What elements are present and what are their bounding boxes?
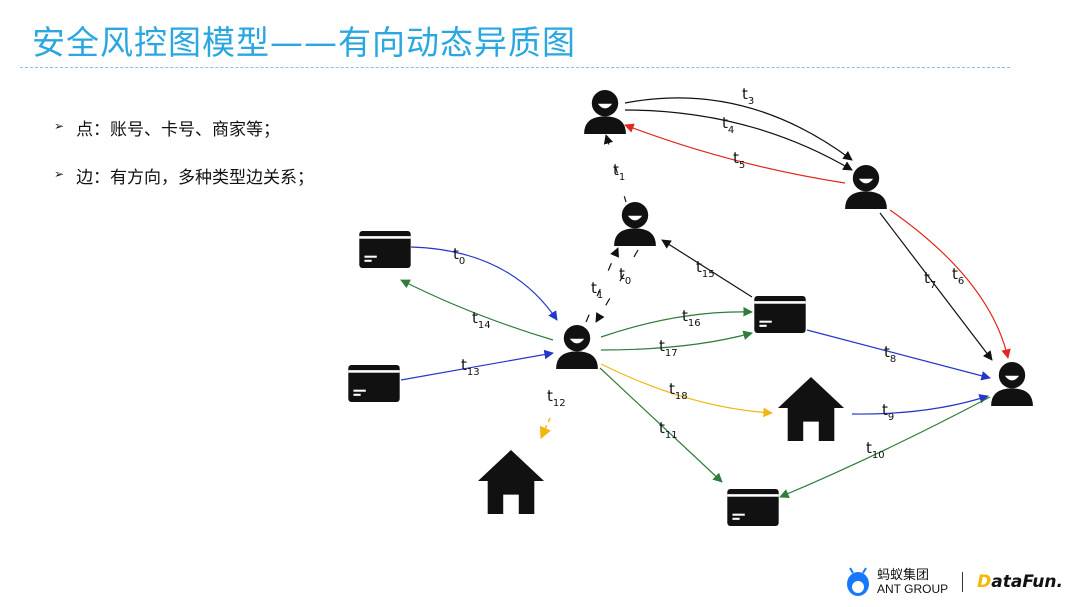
card-node-left xyxy=(348,365,400,402)
edge-t0-mid xyxy=(595,249,639,323)
person-node-top xyxy=(584,90,626,134)
edge-t7 xyxy=(879,212,993,361)
bullet-text: 点：账号、卡号、商家等； xyxy=(76,120,281,140)
card-node-bottom xyxy=(727,489,779,526)
edge-t6 xyxy=(889,209,1011,359)
edge-t12 xyxy=(539,417,551,440)
edge-label-t1-mid: t1 xyxy=(591,279,603,301)
edge-label-t13: t13 xyxy=(461,356,480,378)
edge-label-t0-left: t0 xyxy=(453,245,465,267)
edge-t11 xyxy=(599,367,723,483)
card-node-top-left xyxy=(359,231,411,268)
person-node-right-upper xyxy=(845,165,887,209)
ant-group-wordmark: 蚂蚁集团 ANT GROUP xyxy=(877,567,949,597)
edge-label-t12: t12 xyxy=(547,387,566,409)
bullet-arrow-icon: ➢ xyxy=(54,167,65,181)
merchant-house-node-middle xyxy=(777,376,845,442)
footer-logos: 蚂蚁集团 ANT GROUP DataFun. xyxy=(845,566,1063,598)
edge-t13 xyxy=(400,349,554,381)
edge-label-t16: t16 xyxy=(682,307,701,329)
edge-label-t15: t15 xyxy=(696,258,715,280)
datafun-logo: DataFun. xyxy=(977,572,1063,592)
bullet-item: ➢ 点：账号、卡号、商家等； xyxy=(54,115,314,163)
edge-t3 xyxy=(624,97,853,161)
edge-label-t6: t6 xyxy=(952,265,964,287)
edge-label-t9: t9 xyxy=(882,401,894,423)
bullet-text: 边：有方向，多种类型边关系； xyxy=(76,168,315,188)
edge-label-t14: t14 xyxy=(472,309,491,331)
title-divider xyxy=(20,67,1010,68)
edge-t5 xyxy=(624,123,846,184)
edge-t15 xyxy=(661,239,753,298)
edge-label-t17: t17 xyxy=(659,337,678,359)
ant-group-cn-text: 蚂蚁集团 xyxy=(877,567,930,582)
edge-label-t11: t11 xyxy=(659,419,678,441)
slide-title: 安全风控图模型——有向动态异质图 xyxy=(32,23,576,62)
edge-label-t4: t4 xyxy=(722,114,734,136)
edge-t9 xyxy=(851,394,989,415)
edge-t8 xyxy=(806,329,991,381)
edge-label-t8: t8 xyxy=(884,343,896,365)
edge-t4 xyxy=(624,109,853,171)
edge-t0-left xyxy=(410,246,558,321)
merchant-house-node-bottom-left xyxy=(477,449,545,515)
edge-t16 xyxy=(600,306,753,338)
edge-label-t10: t10 xyxy=(866,439,885,461)
edge-label-t5: t5 xyxy=(733,149,745,171)
edge-t14 xyxy=(400,279,554,341)
edge-label-t3: t3 xyxy=(742,85,754,107)
edge-t10 xyxy=(779,396,991,499)
edge-t1-top xyxy=(603,134,627,203)
edge-t17 xyxy=(600,330,753,351)
logo-separator xyxy=(962,572,964,592)
bullet-list: ➢ 点：账号、卡号、商家等； ➢ 边：有方向，多种类型边关系； xyxy=(54,115,314,211)
person-node-center xyxy=(556,325,598,369)
ant-group-logo-icon xyxy=(847,567,869,596)
person-node-upper-middle xyxy=(614,202,656,246)
edge-label-t18: t18 xyxy=(669,380,688,402)
edge-label-t1-top: t1 xyxy=(613,161,625,183)
person-node-right xyxy=(991,362,1033,406)
edge-t18 xyxy=(600,363,773,418)
bullet-arrow-icon: ➢ xyxy=(54,119,65,133)
edge-label-t7: t7 xyxy=(924,269,936,291)
card-node-middle xyxy=(754,296,806,333)
ant-group-en-text: ANT GROUP xyxy=(877,582,949,596)
edge-label-t0-mid: t0 xyxy=(619,265,631,287)
bullet-item: ➢ 边：有方向，多种类型边关系； xyxy=(54,163,314,211)
